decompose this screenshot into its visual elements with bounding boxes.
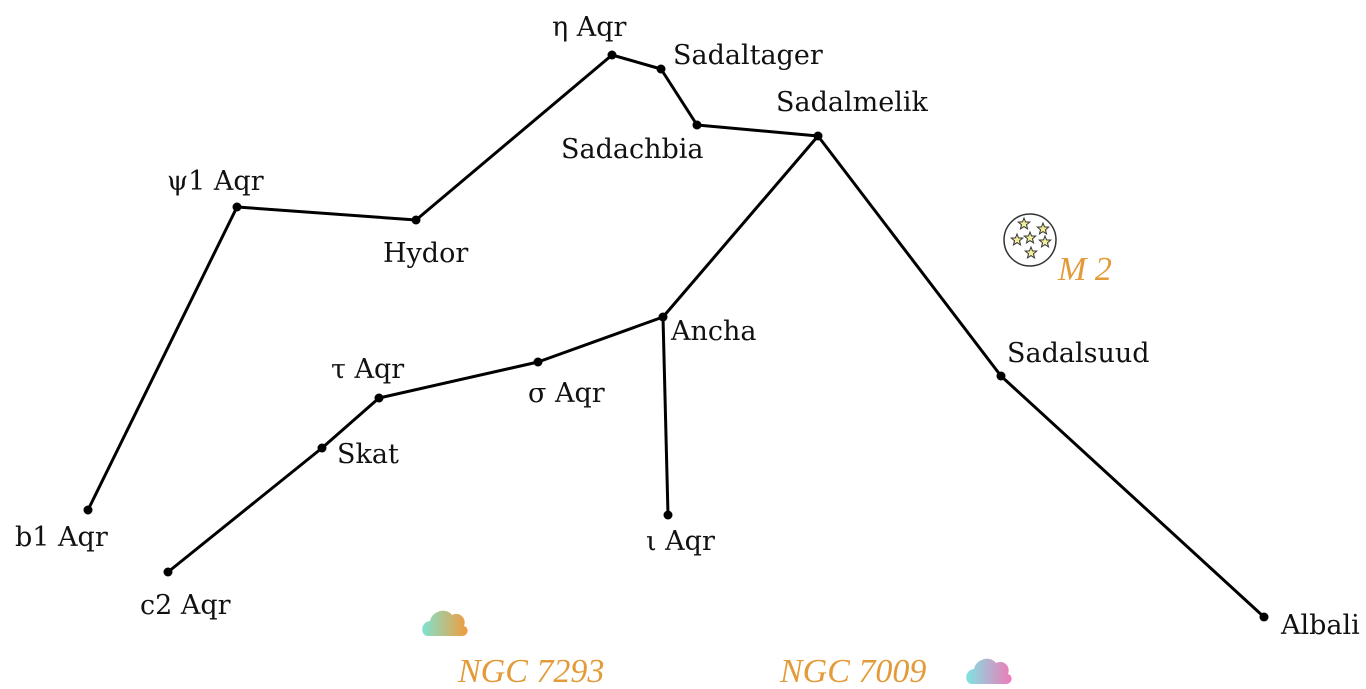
star-hydor <box>411 215 421 225</box>
link-hydor-eta <box>414 53 614 222</box>
ngc7009-object: NGC 7009 <box>779 653 1012 689</box>
star-albali <box>1259 612 1269 622</box>
star-label-psi1: ψ1 Aqr <box>167 166 264 197</box>
nebula-cloud-icon <box>966 658 1012 684</box>
cluster-star-1 <box>1036 221 1050 236</box>
star-b1 <box>83 505 93 515</box>
star-iota <box>663 510 673 520</box>
link-sigma-tau <box>377 360 540 400</box>
m2-object: M 2 <box>1003 213 1112 288</box>
link-ancha-sigma <box>536 315 665 364</box>
star-tau <box>374 393 384 403</box>
star-c2 <box>163 567 173 577</box>
constellation-lines <box>86 53 1266 619</box>
star-skat <box>317 443 327 453</box>
star-label-sadalmelik: Sadalmelik <box>776 87 928 118</box>
cluster-star-2 <box>1010 232 1024 247</box>
star-label-sadachbia: Sadachbia <box>561 134 704 165</box>
star-sadalsuud <box>996 371 1006 381</box>
m2-label: M 2 <box>1057 251 1112 288</box>
star-ancha <box>658 312 668 322</box>
cluster-star-5 <box>1024 245 1038 260</box>
star-label-hydor: Hydor <box>383 238 468 269</box>
link-sadalmelik-sadalsuud <box>816 134 1003 378</box>
link-b1-psi1 <box>86 205 239 512</box>
star-label-c2: c2 Aqr <box>140 590 231 621</box>
link-sadachbia-sadalmelik <box>695 123 820 138</box>
star-label-tau: τ Aqr <box>331 354 404 385</box>
star-psi1 <box>232 202 242 212</box>
link-sadaltager-sadachbia <box>659 67 699 127</box>
ngc7009-label: NGC 7009 <box>779 653 926 689</box>
star-label-sadaltager: Sadaltager <box>673 40 823 71</box>
star-label-albali: Albali <box>1280 610 1360 641</box>
star-label-sadalsuud: Sadalsuud <box>1007 338 1150 369</box>
star-label-skat: Skat <box>337 439 399 470</box>
globular-cluster-icon <box>1003 213 1057 267</box>
nebula-cloud-icon <box>422 610 468 636</box>
star-points <box>83 50 1269 622</box>
cluster-star-0 <box>1017 216 1031 231</box>
link-sadalmelik-ancha <box>661 134 820 319</box>
star-sadalmelik <box>813 131 823 141</box>
link-sadalsuud-albali <box>999 374 1266 619</box>
star-label-eta: η Aqr <box>552 12 627 43</box>
cluster-star-4 <box>1038 234 1052 249</box>
star-label-iota: ι Aqr <box>646 526 715 557</box>
ngc7293-object: NGC 7293 <box>422 610 604 689</box>
star-eta <box>607 50 617 60</box>
star-sigma <box>533 357 543 367</box>
star-label-ancha: Ancha <box>670 316 757 347</box>
star-label-sigma: σ Aqr <box>528 378 605 409</box>
link-tau-skat <box>320 396 381 450</box>
link-psi1-hydor <box>235 205 418 222</box>
ngc7293-label: NGC 7293 <box>457 653 604 689</box>
star-sadaltager <box>656 64 666 74</box>
link-eta-sadaltager <box>610 53 663 71</box>
star-sadachbia <box>692 120 702 130</box>
cluster-star-3 <box>1023 230 1037 245</box>
link-skat-c2 <box>166 446 324 574</box>
link-ancha-iota <box>661 315 670 517</box>
star-label-b1: b1 Aqr <box>15 522 108 553</box>
